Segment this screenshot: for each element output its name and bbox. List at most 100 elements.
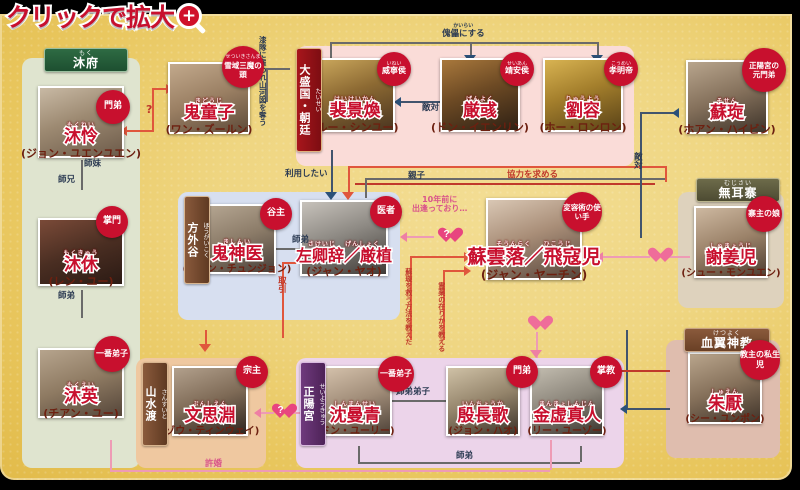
card-kishini[interactable]: きしんい 鬼神医 (ジャン・チュンジョン) (183, 204, 291, 275)
name-inchouka: いんちょうか 殷長歌 (ジョン・ハオ) (413, 402, 553, 437)
mokukyu-jp: (レン・ユー) (48, 275, 114, 288)
badge-sakeiji: 医者 (370, 196, 402, 228)
line-moku-2 (81, 290, 83, 318)
label-shitei1: 師弟 (292, 235, 310, 245)
badge-sosen-text: 正陽宮の元門弟 (749, 60, 779, 80)
label-oyako: 親子 (408, 171, 426, 181)
genyoku-cn: 厳彧 (462, 101, 499, 121)
label-kairai-ruby: かいらい (453, 23, 474, 29)
badge-kidouji-ruby: せついきさんま (225, 54, 261, 61)
name-shaikyouji: しゃきょうじ 謝姜児 (シュー・モンユエン) (661, 244, 800, 279)
inchouka-jp: (ジョン・ハオ) (448, 426, 518, 437)
kinkyo-ruby: きんきょしんじん (538, 401, 595, 408)
bunshien-ruby: ぶんしえん (192, 401, 228, 408)
name-kidouji: きどうじ 鬼童子 (ワン・ズールン) (139, 99, 279, 136)
shaikyouji-jp: (シュー・モンユエン) (681, 268, 781, 279)
shaikyouji-ruby: しゃきょうじ (709, 243, 752, 250)
badge-genyoku: せいあん 靖安侯 (500, 52, 534, 86)
badge-inchouka-text: 門弟 (512, 366, 531, 377)
mokuei-ruby: もくえい (66, 382, 95, 389)
shaikyouji-cn: 謝姜児 (704, 248, 758, 268)
line-kidouji-v (152, 88, 154, 130)
name-mokurei: もくれい 沐怜 (ジョン・ユエンユエン) (11, 123, 151, 160)
plaque-court-ruby: たいせい (314, 88, 321, 112)
badge-sounraku-text: 変容術の使い手 (563, 202, 601, 222)
line-shitei3-h (358, 462, 580, 464)
label-riyou: 利用したい (285, 169, 328, 179)
click-to-enlarge-label[interactable]: クリックで拡大 + (4, 0, 203, 34)
line-reiyaku-v (443, 270, 445, 340)
shinmansei-cn: 沈曼青 (328, 406, 382, 426)
heart-icon-shaikyouji (648, 248, 665, 264)
line-sosen-v (410, 256, 412, 340)
arrow-heart-left (400, 232, 407, 242)
line-heart2-right (288, 412, 304, 414)
badge-sounraku: 変容術の使い手 (562, 192, 602, 232)
kishini-ruby: きしんい (222, 239, 251, 246)
shuen-cn: 朱厭 (707, 394, 744, 414)
sounraku-jp: (ジャン・ヤーチン) (480, 268, 588, 282)
badge-kinkyo: 掌教 (590, 356, 622, 388)
kishini-cn: 鬼神医 (210, 244, 264, 264)
card-sakeiji[interactable]: さけいじ げんしょく 左卿辞／厳植 (ジャン・ヤオ) (294, 200, 394, 277)
mokukyu-ruby: もくきゅう (63, 250, 99, 257)
card-bunshien[interactable]: ぶんしえん 文思淵 (ゾウ・ティンウェイ) (161, 366, 259, 437)
name-sounraku: そうんらく ひこうじ 蘇雲落／飛寇児 (ジャン・ヤーチン) (444, 242, 624, 282)
heart-question-mark: ? (443, 229, 450, 240)
shuen-ruby: しゅえん (710, 389, 739, 396)
label-torihiki: 取引 (276, 276, 287, 293)
line-heart-left (404, 236, 434, 238)
label-kidouji-court: 漆隊に雇われ山河図を奪う (258, 36, 268, 126)
name-mokukyu: もくきゅう 沐休 (レン・ユー) (11, 250, 151, 288)
line-kidouji-h1 (124, 130, 154, 132)
inchouka-cn: 殷長歌 (456, 406, 510, 426)
sakeiji-jp: (ジャン・ヤオ) (306, 265, 382, 278)
bunshien-jp: (ゾウ・ティンウェイ) (160, 426, 260, 437)
card-haikeikan[interactable]: はいけいかん 裴景煥 (ルー・シンユー) (311, 58, 399, 133)
badge-genyoku-ruby: せいあん (506, 61, 527, 68)
name-mokuei: もくえい 沐英 (チアン・ユー) (11, 382, 151, 420)
line-heart-right (600, 256, 650, 258)
badge-mokukyu: 掌門 (96, 206, 128, 238)
arrow-riyou (325, 192, 337, 200)
plaque-ketsuyoku-ruby: けつよく (713, 329, 742, 337)
plaque-hougai-ruby: ほうがいこく (202, 222, 209, 258)
photo-bunshien (172, 366, 248, 436)
ryuuyou-ruby: りゅうよう (565, 96, 601, 103)
arrow-heart2-left (254, 408, 261, 418)
label-shikei: 師兄 (58, 175, 76, 185)
badge-shinmansei: 一番弟子 (378, 356, 414, 392)
badge-genyoku-text: 靖安侯 (505, 66, 529, 76)
arrow-reiyaku (464, 266, 471, 276)
badge-mokukyu-text: 掌門 (102, 216, 121, 227)
arrow-tekitai3 (620, 404, 627, 414)
badge-mokurei: 門弟 (96, 90, 130, 124)
plaque-sansuito-name: 山水渡 (144, 386, 157, 422)
name-shuen: しゅえん 朱厭 (シー・ユンポン) (655, 390, 795, 425)
arrow-sansuito-top (199, 344, 211, 352)
name-kishini: きしんい 鬼神医 (ジャン・チュンジョン) (167, 240, 307, 275)
label-juunen-text: 10年前に 出逢っており… (412, 195, 468, 213)
line-oyako-v (348, 166, 350, 196)
card-shaikyouji[interactable]: しゃきょうじ 謝姜児 (シュー・モンユエン) (681, 206, 781, 279)
card-shuen[interactable]: しゅえん 朱厭 (シー・ユンポン) (685, 352, 765, 425)
badge-shuen-text: 教主の私生児 (740, 350, 780, 369)
name-shinmansei: しんまんせい 沈曼青 (ドン・ユーリー) (285, 402, 425, 437)
sakeiji-ruby: さけいじ げんしょく (307, 241, 381, 248)
name-haikeikan: はいけいかん 裴景煥 (ルー・シンユー) (285, 97, 425, 134)
badge-sosen: 正陽宮の元門弟 (742, 48, 786, 92)
line-shuen-red (600, 370, 670, 372)
badge-kidouji-text: 雪域三魔の頭 (224, 60, 262, 79)
line-kairai-top (330, 42, 598, 44)
badge-shuen: 教主の私生児 (740, 340, 780, 380)
name-kinkyo: きんきょしんじん 金虚真人 (リー・ユーゾー) (497, 402, 637, 437)
plaque-seiyou-ruby: せいようきゅう (318, 383, 325, 425)
mokurei-cn: 沐怜 (63, 127, 100, 147)
line-shimai-deshi (388, 400, 450, 402)
arrow-oyako (342, 192, 354, 200)
arrow-sosen (464, 252, 471, 262)
card-genyoku[interactable]: げんよく 厳彧 (ドン・イエンリン) (431, 58, 529, 133)
name-bunshien: ぶんしえん 文思淵 (ゾウ・ティンウェイ) (140, 402, 280, 437)
badge-inchouka: 門弟 (506, 356, 538, 388)
line-reiyaku-h (443, 270, 467, 272)
